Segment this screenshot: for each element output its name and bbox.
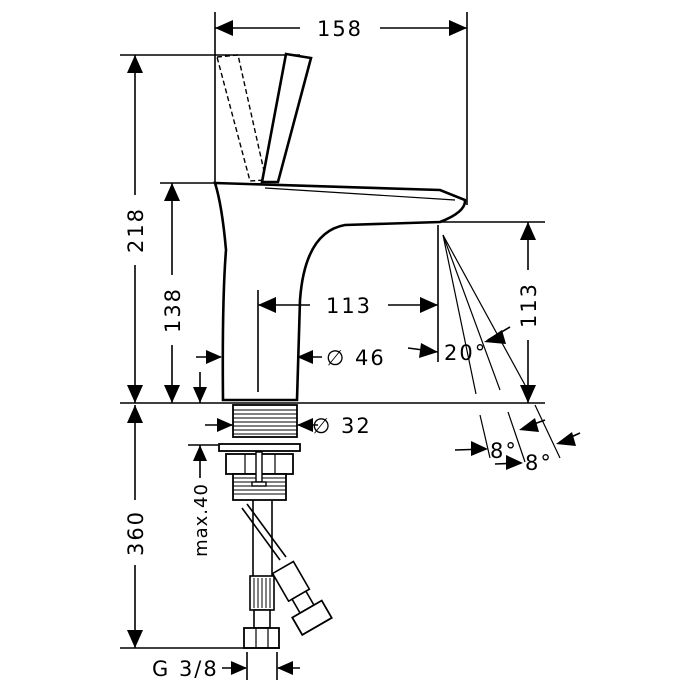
dimension-158: 158 xyxy=(214,12,468,205)
dim-spout-outlet-height: 113 xyxy=(517,282,541,328)
dimension-diameter-32: ∅ 32 xyxy=(205,414,372,438)
dim-spray-angle-a: 8° xyxy=(490,439,518,463)
dim-spray-angle: 20° xyxy=(444,341,487,365)
mounting-shank xyxy=(218,404,301,501)
dim-spout-reach: 113 xyxy=(326,294,372,318)
supply-hoses xyxy=(241,500,333,649)
lever-handle xyxy=(216,52,313,184)
dim-body-diameter: ∅ 46 xyxy=(326,346,386,370)
faucet-body xyxy=(213,181,467,402)
dimension-113-vertical: 113 xyxy=(517,222,541,403)
dimension-218: 218 xyxy=(120,54,300,403)
dim-connection-thread: G 3/8 xyxy=(152,657,219,681)
dim-spout-top-height: 138 xyxy=(161,287,185,333)
dim-max-deck-thickness: max.40 xyxy=(191,483,212,557)
dimension-360: 360 xyxy=(120,405,280,649)
dimension-113-horizontal: 113 xyxy=(257,290,438,392)
dim-spray-angle-b: 8° xyxy=(525,451,553,475)
dim-shank-diameter: ∅ 32 xyxy=(312,414,372,438)
dim-below-deck-length: 360 xyxy=(124,510,148,556)
dimension-thread: G 3/8 xyxy=(152,652,300,681)
dimension-diameter-46: ∅ 46 xyxy=(196,346,386,370)
dimension-138: 138 xyxy=(160,182,215,403)
dim-overall-height: 218 xyxy=(124,207,148,253)
dim-overall-depth: 158 xyxy=(317,17,363,41)
spray-pattern: 20° 8° 8° xyxy=(407,234,581,475)
dimension-max-40: max.40 xyxy=(188,444,218,557)
